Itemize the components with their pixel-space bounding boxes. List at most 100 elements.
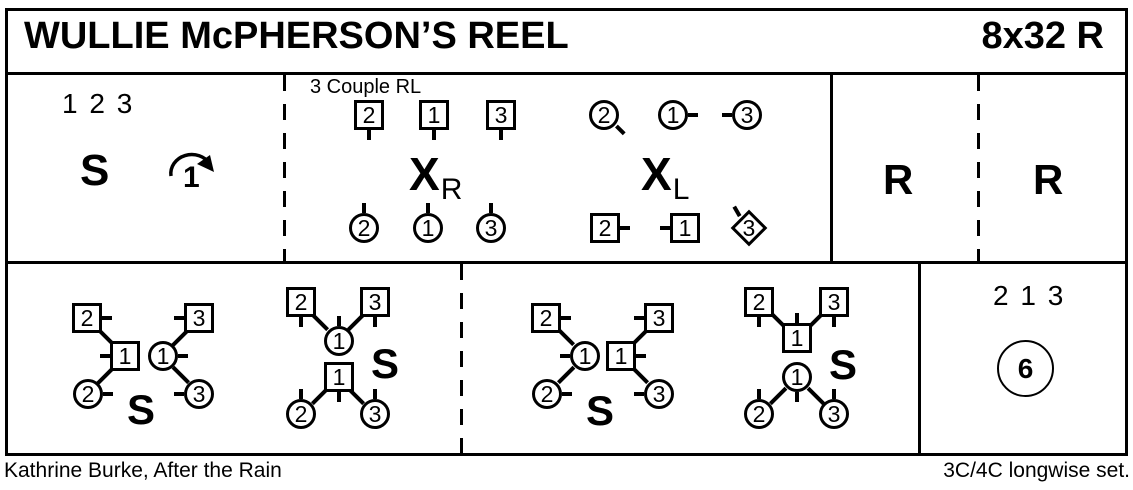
lady-symbol: 1 xyxy=(658,100,698,130)
man-symbol: 2 xyxy=(590,213,630,243)
man-symbol: 2 xyxy=(354,100,384,140)
facing-tick xyxy=(722,113,732,117)
lady-symbol: 1 xyxy=(324,316,354,356)
facing-tick xyxy=(634,316,644,320)
rhythm-and-repeats: 8x32 R xyxy=(981,15,1104,57)
lady-symbol: 2 xyxy=(286,389,316,429)
dancer-number: 1 xyxy=(332,363,346,390)
facing-tick xyxy=(367,130,371,140)
facing-tick xyxy=(660,226,670,230)
dancer-number: 2 xyxy=(294,400,308,427)
cell-divider-dashed xyxy=(460,264,463,453)
dancer-number: 3 xyxy=(740,101,754,128)
set-symbol: S xyxy=(127,386,156,433)
facing-tick xyxy=(373,389,377,399)
lady-symbol: 1 xyxy=(560,341,600,371)
lady-symbol: 1 xyxy=(413,203,443,243)
dancer-number: 3 xyxy=(827,400,841,427)
set-type: 3C/4C longwise set. xyxy=(943,459,1130,482)
lady-symbol: 3 xyxy=(722,100,762,130)
man-symbol: 1 xyxy=(324,362,354,402)
set-symbol: S xyxy=(80,146,110,195)
dancer-number: 2 xyxy=(597,101,611,128)
dancer-number: 3 xyxy=(494,101,508,128)
cross-right-symbol: XR xyxy=(409,148,462,206)
cell-divider-dashed xyxy=(977,75,980,261)
dancer-number: 2 xyxy=(539,304,553,331)
cross-x: X xyxy=(641,148,672,200)
cell-divider-solid xyxy=(918,264,921,453)
dancer-number: 2 xyxy=(80,304,94,331)
man-symbol: 3 xyxy=(174,303,214,333)
dancer-number: 1 xyxy=(790,363,804,390)
hands-round-count: 6 xyxy=(1017,352,1034,384)
man-symbol: 1 xyxy=(660,213,700,243)
facing-tick xyxy=(757,317,761,327)
cross-left-symbol: XL xyxy=(641,148,689,206)
hands-round-symbol: 6 xyxy=(997,340,1054,397)
man-symbol: 3 xyxy=(360,287,390,327)
finish-order: 2 1 3 xyxy=(993,280,1066,311)
dancer-number: 2 xyxy=(357,214,371,241)
man-symbol: 2 xyxy=(531,303,571,333)
man-symbol: 1 xyxy=(606,341,646,371)
cross-hand: R xyxy=(440,173,463,206)
cross-hand: L xyxy=(672,173,690,206)
dancer-number: 1 xyxy=(578,342,592,369)
man-symbol: 1 xyxy=(782,313,812,353)
dancer-number: 1 xyxy=(332,327,346,354)
dancer-number: 3 xyxy=(484,214,498,241)
facing-tick xyxy=(373,317,377,327)
dancer-number: 1 xyxy=(421,214,435,241)
lady-symbol: 3 xyxy=(634,379,674,409)
dancer-number: 1 xyxy=(427,101,441,128)
facing-tick xyxy=(560,354,570,358)
dancer-number: 2 xyxy=(294,288,308,315)
facing-tick xyxy=(174,392,184,396)
facing-tick xyxy=(489,203,493,213)
lady-symbol: 1 xyxy=(148,341,188,371)
turn-arrow-icon xyxy=(169,152,214,177)
dancer-number: 1 xyxy=(666,101,680,128)
dance-title: WULLIE McPHERSON’S REEL xyxy=(24,15,569,57)
dancer-number: 3 xyxy=(652,304,666,331)
reel-symbol: R xyxy=(883,156,914,203)
dancer-number: 2 xyxy=(362,101,376,128)
facing-tick xyxy=(634,392,644,396)
dancer-number: 3 xyxy=(368,400,382,427)
facing-tick xyxy=(362,203,366,213)
dancer-number: 1 xyxy=(614,342,628,369)
man-symbol: 2 xyxy=(286,287,316,327)
dancer-number: 3 xyxy=(368,288,382,315)
lady-symbol: 1 xyxy=(782,362,812,402)
man-symbol: 1 xyxy=(100,341,140,371)
lady-symbol: 2 xyxy=(744,389,774,429)
facing-tick xyxy=(499,130,503,140)
devisor-credit: Kathrine Burke, After the Rain xyxy=(4,459,282,482)
header-divider xyxy=(5,72,1128,75)
facing-tick xyxy=(795,313,799,323)
facing-tick xyxy=(337,392,341,402)
cross-x: X xyxy=(409,148,440,200)
facing-tick xyxy=(832,317,836,327)
lady-symbol: 2 xyxy=(532,379,572,409)
facing-tick xyxy=(299,317,303,327)
facing-tick xyxy=(832,389,836,399)
set-symbol: S xyxy=(371,340,400,387)
reel-symbol: R xyxy=(1033,156,1064,203)
dancer-number: 3 xyxy=(742,214,756,241)
dancer-number: 2 xyxy=(752,400,766,427)
start-order: 1 2 3 xyxy=(62,88,135,119)
facing-tick xyxy=(102,316,112,320)
turn-couple-number: 1 xyxy=(183,161,200,194)
set-symbol: S xyxy=(829,341,858,388)
lady-symbol: 3 xyxy=(360,389,390,429)
facing-tick xyxy=(620,226,630,230)
lady-symbol: 3 xyxy=(819,389,849,429)
facing-tick xyxy=(337,316,341,326)
crib-border xyxy=(5,8,1128,456)
man-symbol: 3 xyxy=(486,100,516,140)
man-symbol: 2 xyxy=(744,287,774,327)
dancer-number: 3 xyxy=(652,380,666,407)
